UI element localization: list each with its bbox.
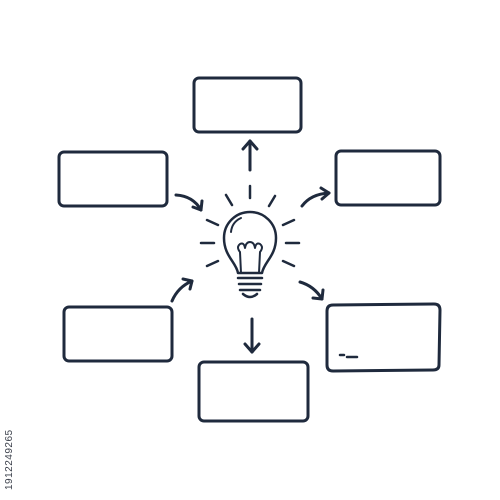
box-highlight-marks xyxy=(338,353,359,359)
arrow-down xyxy=(243,317,261,354)
box-right-upper xyxy=(334,149,442,207)
arrow-left-upper-in xyxy=(174,193,204,212)
stock-id-watermark: 1912249265 xyxy=(4,429,15,490)
box-left-upper xyxy=(57,150,169,208)
arrow-up xyxy=(241,139,259,172)
box-bottom xyxy=(197,360,310,423)
arrow-right-upper-out xyxy=(300,186,331,208)
arrow-left-lower-in xyxy=(170,277,194,303)
box-right-lower xyxy=(325,302,442,373)
light-rays xyxy=(199,184,301,268)
box-left-lower xyxy=(62,305,174,363)
arrow-right-lower-out xyxy=(298,280,325,301)
box-top xyxy=(192,76,303,134)
lightbulb-icon xyxy=(222,210,278,299)
